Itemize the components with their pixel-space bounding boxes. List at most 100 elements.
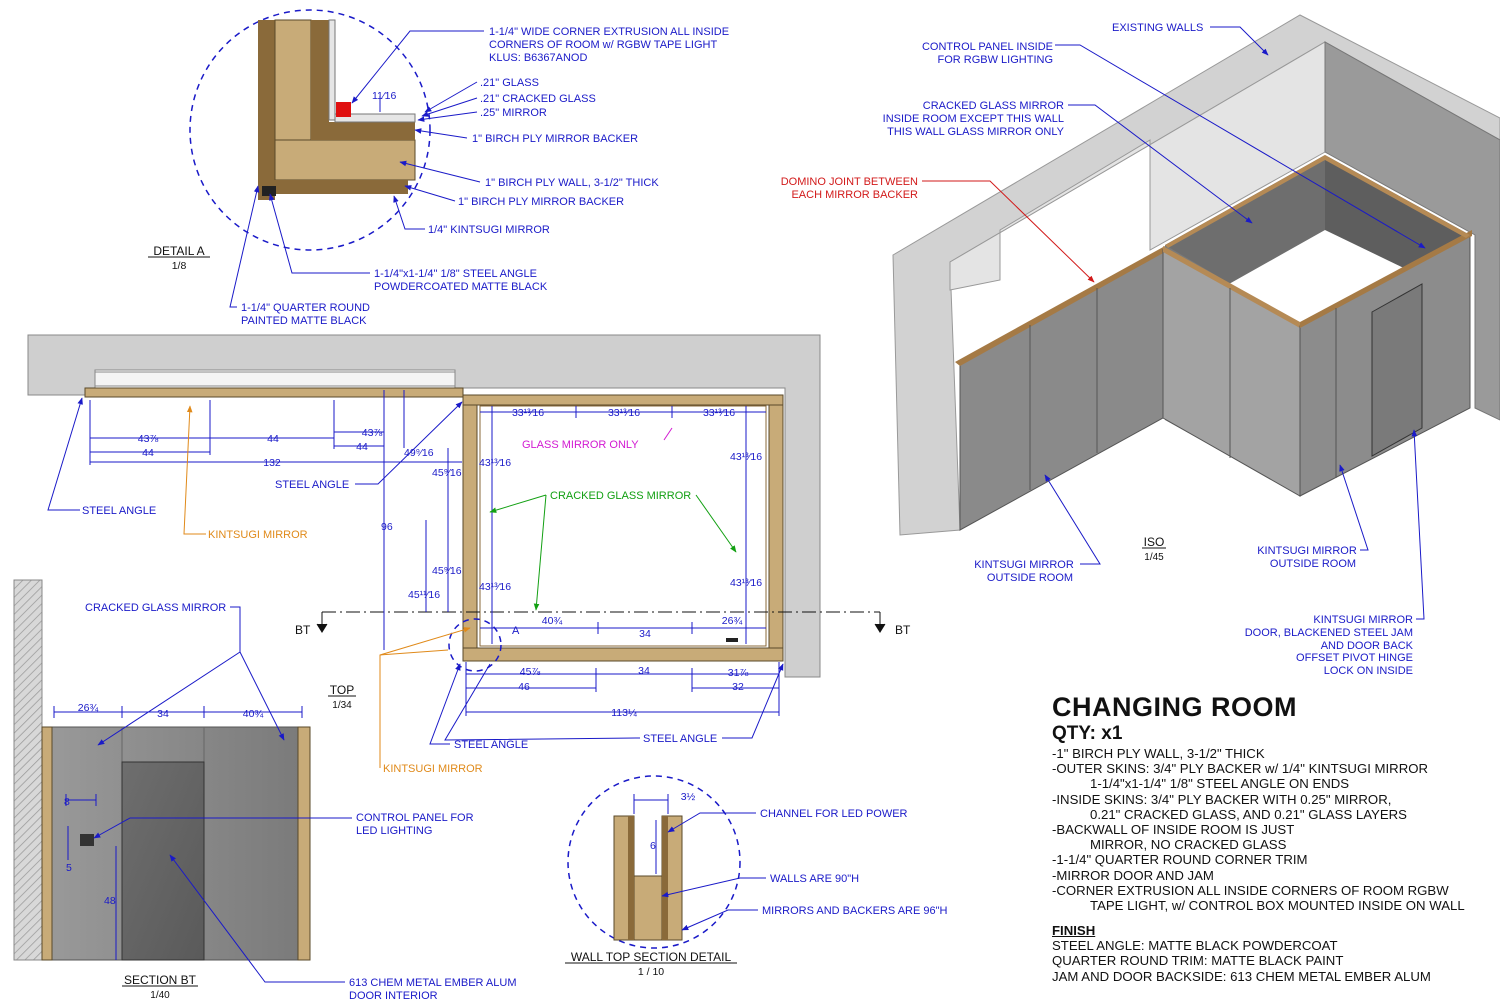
iso-label-control-2: FOR RGBW LIGHTING xyxy=(938,54,1054,66)
detail-a-scale: 1/8 xyxy=(172,260,187,272)
detail-a-mirror-backer-vertical xyxy=(311,20,329,140)
section-label-cracked: CRACKED GLASS MIRROR xyxy=(85,602,226,614)
wall-top-mirror-right xyxy=(662,816,668,940)
section-label-control-2: LED LIGHTING xyxy=(356,825,432,837)
section-bt: 26¾ 34 40¾ 8 5 48 CRACKED GLASS MIRROR C… xyxy=(13,579,517,1002)
top-callout-a: A xyxy=(512,625,520,637)
leader-mirror-backer-1 xyxy=(414,128,468,139)
leader-kintsugi-2b xyxy=(379,649,449,656)
leader-quarter-round xyxy=(229,185,260,308)
section-hatched-wall xyxy=(13,579,43,961)
leader-steel-angle-1 xyxy=(47,397,83,511)
top-dim-6: 132 xyxy=(263,457,281,469)
top-label-kintsugi-2: KINTSUGI MIRROR xyxy=(383,763,483,775)
leader-iso-domino xyxy=(922,180,1095,283)
leader-steel-angle-detail xyxy=(268,193,370,274)
leader-walls-90 xyxy=(661,877,766,898)
top-dim-9: 96 xyxy=(381,521,393,533)
leader-cracked-3 xyxy=(695,494,737,553)
top-dim-13: 33¹³⁄16 xyxy=(608,407,640,419)
leader-glass xyxy=(424,81,478,113)
leader-section-door xyxy=(169,854,345,983)
detail-a-label-9: 1" BIRCH PLY MIRROR BACKER xyxy=(458,196,624,208)
detail-a-label-10: 1/4" KINTSUGI MIRROR xyxy=(428,224,550,236)
section-dim-5: 5 xyxy=(66,862,72,874)
top-dim-10: 45⁹⁄16 xyxy=(432,565,462,577)
finish-line: QUARTER ROUND TRIM: MATTE BLACK PAINT xyxy=(1052,953,1344,969)
top-label-steel-angle-4: STEEL ANGLE xyxy=(643,733,717,745)
iso-label-kout2-2: OUTSIDE ROOM xyxy=(1270,558,1356,570)
top-dim-lines xyxy=(89,390,780,716)
bt-label-right: BT xyxy=(895,623,911,637)
top-dim-20: 34 xyxy=(639,628,651,640)
top-label-kintsugi-1: KINTSUGI MIRROR xyxy=(208,529,308,541)
iso-label-door-4: OFFSET PIVOT HINGE xyxy=(1296,652,1413,664)
section-dim-3: 40¾ xyxy=(243,708,264,720)
leader-iso-control xyxy=(1055,44,1426,249)
notes-lines: -1" BIRCH PLY WALL, 3-1/2" THICK-OUTER S… xyxy=(1052,746,1492,913)
leader-steel-angle-4 xyxy=(722,663,784,739)
leader-corner-extrusion xyxy=(351,30,484,104)
iso-scale: 1/45 xyxy=(1144,552,1164,563)
wall-top-scale: 1 / 10 xyxy=(638,966,664,978)
note-line: -CORNER EXTRUSION ALL INSIDE CORNERS OF … xyxy=(1052,882,1449,898)
top-room-wall-right xyxy=(768,394,784,662)
wall-top-detail: 3½ 6 CHANNEL FOR LED POWER WALLS ARE 90"… xyxy=(565,775,948,978)
iso-view: EXISTING WALLS CONTROL PANEL INSIDE FOR … xyxy=(781,14,1500,677)
leader-steel-angle-2 xyxy=(355,401,463,485)
iso-label-kout1-2: OUTSIDE ROOM xyxy=(987,572,1073,584)
top-dim-16: 43¹³⁄16 xyxy=(730,451,762,463)
leader-channel xyxy=(667,812,756,833)
leader-section-cracked-2 xyxy=(239,651,285,741)
detail-a-label-4: .21" GLASS xyxy=(480,77,539,89)
top-room-wall-top xyxy=(462,394,784,406)
note-line: -1-1/4" QUARTER ROUND CORNER TRIM xyxy=(1052,852,1308,868)
note-line: 1-1/4"x1-1/4" 1/8" STEEL ANGLE ON ENDS xyxy=(1090,776,1350,792)
wall-top-core xyxy=(633,875,663,941)
top-label-glass-only: GLASS MIRROR ONLY xyxy=(522,439,639,451)
leader-iso-kout1 xyxy=(1044,474,1101,565)
leader-steel-angle-4a xyxy=(444,663,641,741)
note-line: -1" BIRCH PLY WALL, 3-1/2" THICK xyxy=(1052,746,1265,761)
iso-label-domino-2: EACH MIRROR BACKER xyxy=(791,189,918,201)
section-dim-2: 34 xyxy=(157,708,169,720)
iso-label-existing: EXISTING WALLS xyxy=(1112,22,1203,34)
section-scale: 1/40 xyxy=(150,990,170,1001)
detail-a-label-5: .21" CRACKED GLASS xyxy=(480,93,596,105)
iso-door xyxy=(1371,283,1423,457)
iso-inner-trim xyxy=(1165,155,1470,248)
leader-kintsugi xyxy=(393,195,425,230)
detail-a-corner-extrusion xyxy=(336,102,351,117)
note-line: -BACKWALL OF INSIDE ROOM IS JUST xyxy=(1052,822,1295,838)
section-dim-lines xyxy=(53,706,303,960)
iso-label-door-1: KINTSUGI MIRROR xyxy=(1313,614,1413,626)
wall-top-label-walls: WALLS ARE 90"H xyxy=(770,873,859,885)
section-ply-right xyxy=(297,726,311,961)
top-dim-4: 43⅞ xyxy=(362,427,383,439)
iso-label-kout1-1: KINTSUGI MIRROR xyxy=(974,559,1074,571)
wall-top-title: WALL TOP SECTION DETAIL xyxy=(571,950,732,964)
top-dim-7: 49⁹⁄16 xyxy=(404,447,434,459)
top-dim-18: 43¹³⁄16 xyxy=(730,577,762,589)
bt-label-left: BT xyxy=(295,623,311,637)
iso-label-door-5: LOCK ON INSIDE xyxy=(1324,665,1413,677)
note-line: -INSIDE SKINS: 3/4" PLY BACKER WITH 0.25… xyxy=(1052,791,1392,807)
leader-steel-angle-3 xyxy=(429,663,461,745)
wall-top-circle xyxy=(567,775,741,949)
top-dim-22: 45⅞ xyxy=(520,666,541,678)
iso-label-door-2: DOOR, BLACKENED STEEL JAM xyxy=(1245,627,1413,639)
top-dim-8: 45⁹⁄16 xyxy=(432,467,462,479)
iso-outer-wall-front-top xyxy=(1163,246,1300,328)
section-title: SECTION BT xyxy=(124,973,197,987)
section-ply-left xyxy=(41,726,53,961)
detail-a-label-11: 1-1/4"x1-1/4" 1/8" STEEL ANGLE xyxy=(374,268,537,280)
notes-finish-title: FINISH xyxy=(1052,923,1096,939)
top-room-wall-bottom xyxy=(462,647,784,662)
notes-qty: QTY: x1 xyxy=(1052,723,1123,744)
note-line: -OUTER SKINS: 3/4" PLY BACKER w/ 1/4" KI… xyxy=(1052,761,1429,777)
wall-top-dim-lines xyxy=(633,794,669,874)
top-dim-12: 33¹³⁄16 xyxy=(512,407,544,419)
iso-label-cracked-3: THIS WALL GLASS MIRROR ONLY xyxy=(887,126,1065,138)
leader-glass-only xyxy=(663,427,673,441)
